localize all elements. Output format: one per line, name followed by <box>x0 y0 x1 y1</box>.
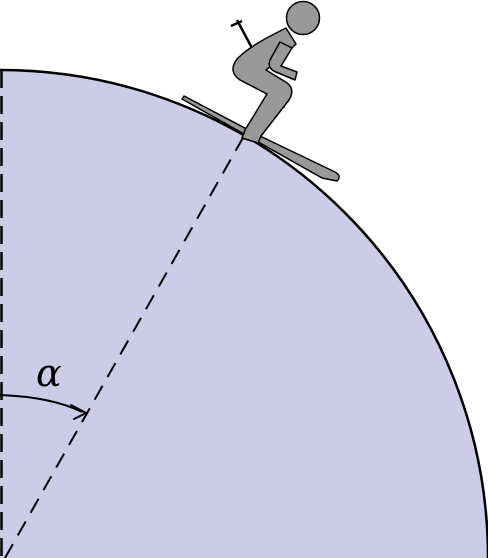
angle-arc <box>0 394 83 413</box>
angle-arrowhead <box>70 404 87 420</box>
skier-figure-icon <box>181 0 340 182</box>
skier-arm <box>268 41 298 81</box>
hill-outline <box>0 68 488 558</box>
ski-pole-grip <box>230 19 243 28</box>
radius-line <box>4 135 245 558</box>
skier-head <box>285 0 321 36</box>
angle-label: α <box>36 351 62 395</box>
hill-region <box>0 70 488 558</box>
